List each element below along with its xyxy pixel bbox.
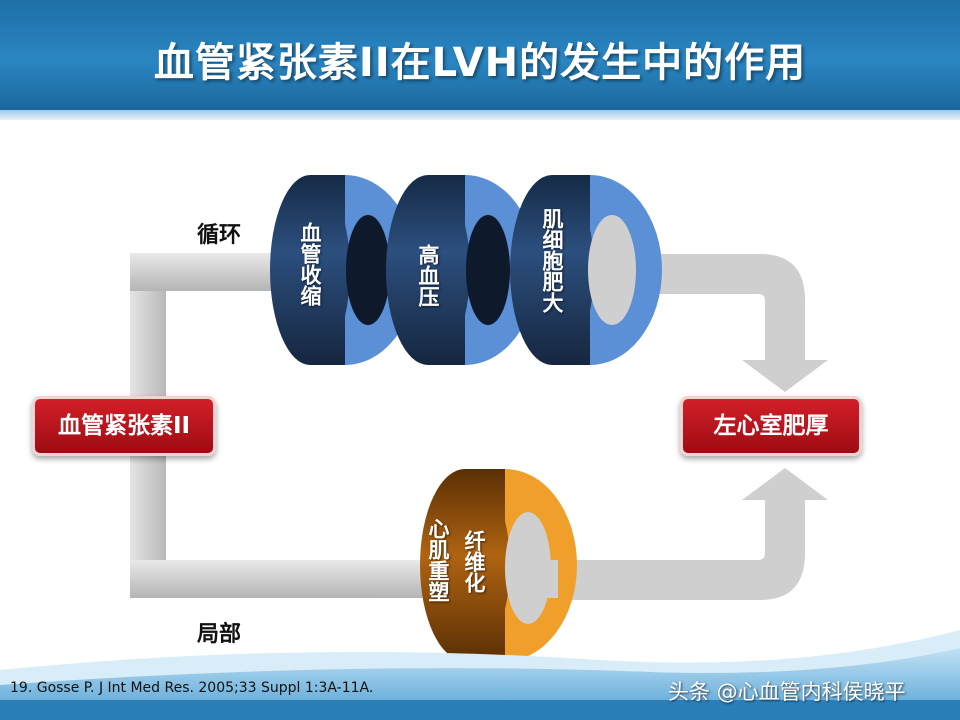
ring-vasoconstriction — [270, 175, 417, 365]
footer-wave — [0, 630, 960, 720]
watermark-text: 头条 @心血管内科侯晓平 — [668, 680, 906, 704]
ring4-label-b: 纤维化 — [462, 530, 486, 593]
lvh-box: 左心室肥厚 — [680, 396, 862, 456]
ring-remodeling — [420, 469, 577, 661]
ring3-label: 肌细胞肥大 — [540, 208, 564, 313]
bottom-pipe — [130, 560, 440, 598]
header-divider — [0, 110, 960, 120]
arrow-to-lvh-bottom — [500, 468, 828, 600]
slide-title: 血管紧张素II在LVH的发生中的作用 — [153, 40, 807, 86]
local-label: 局部 — [197, 622, 242, 647]
ring1-label: 血管收缩 — [298, 222, 322, 306]
circulation-label: 循环 — [197, 223, 242, 248]
ring-hypertension — [386, 175, 537, 365]
header-banner — [0, 0, 960, 110]
angiotensin-ii-box: 血管紧张素II — [32, 396, 216, 456]
ring-hypertrophy — [510, 175, 662, 365]
ring4-label-a: 心肌重塑 — [426, 518, 450, 602]
ring2-label: 高血压 — [416, 244, 440, 307]
citation-text: 19. Gosse P. J Int Med Res. 2005;33 Supp… — [10, 680, 374, 696]
